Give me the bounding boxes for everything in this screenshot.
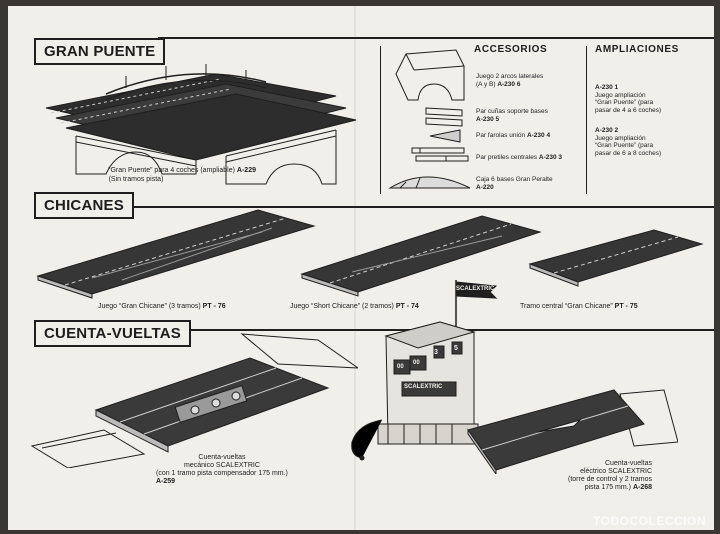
flag-logo: SCALEXTRIC	[456, 286, 495, 292]
accesorio-arcos-code: A-230 6	[497, 80, 521, 88]
accesorios-title: ACCESORIOS	[474, 44, 548, 55]
chicane-short-code: PT - 74	[395, 303, 419, 310]
chicane-central-text: Tramo central “Gran Chicane”	[520, 303, 613, 310]
ampliacion-2-line-1: Juego ampliación	[595, 134, 646, 142]
accesorio-pretiles: Par pretiles centrales A-230 3	[476, 154, 562, 162]
section-title-chicanes: CHICANES	[34, 192, 134, 219]
section-rule-chicanes	[128, 206, 714, 208]
accesorio-bases-code: A-220	[476, 183, 494, 191]
accesorio-bases: Caja 6 bases Gran Peralte A-220	[476, 176, 553, 191]
mecanico-line-2: mecánico SCALEXTRIC	[184, 462, 260, 469]
electrico-line-2: eléctrico SCALEXTRIC	[580, 468, 653, 475]
electrico-caption: Cuenta-vueltas eléctrico SCALEXTRIC (tor…	[568, 460, 652, 492]
mecanico-code: A-259	[156, 478, 176, 485]
chicane-central-code: PT - 75	[614, 303, 638, 310]
watermark: TODOCOLECCION	[593, 514, 706, 528]
tower-digit-1: 3	[434, 349, 438, 356]
accesorio-arcos-text2: (A y B)	[476, 80, 496, 88]
tower-digit-4: 00	[413, 360, 420, 366]
ampliacion-2-line-2: “Gran Puente” (para	[595, 142, 654, 149]
accesorio-farolas-code: A-230 4	[526, 132, 551, 139]
accesorio-farolas: Par farolas unión A-230 4	[476, 132, 550, 140]
accesorio-cunas-code: A-230 5	[476, 115, 500, 123]
chicanes-illustration	[36, 209, 704, 299]
ampliacion-1: A-230 1 Juego ampliación “Gran Puente” (…	[595, 84, 661, 114]
mecanico-line-1: Cuenta-vueltas	[198, 454, 246, 461]
ampliacion-2: A-230 2 Juego ampliación “Gran Puente” (…	[595, 127, 661, 157]
catalog-page: GRAN PUENTE “Gran Puente” para 4	[8, 6, 714, 530]
accesorio-arcos-text: Juego 2 arcos laterales	[476, 73, 544, 80]
gran-puente-caption-text: “Gran Puente” para 4 coches (ampliable)	[108, 167, 235, 174]
gran-puente-illustration	[45, 64, 357, 185]
tower-digit-3: 00	[397, 364, 404, 370]
accesorio-cunas: Par cuñas soporte bases A-230 5	[476, 108, 548, 123]
cuenta-vueltas-mecanico-illustration	[30, 333, 358, 468]
mecanico-line-3: (con 1 tramo pista compensador 175 mm.)	[156, 470, 288, 477]
accesorios-illustrations	[388, 49, 471, 189]
gran-puente-caption: “Gran Puente” para 4 coches (ampliable) …	[46, 167, 256, 175]
gran-puente-code: A-229	[236, 167, 256, 174]
ampliacion-2-line-3: pasar de 6 a 8 coches)	[595, 149, 662, 157]
ampliacion-1-code: A-230 1	[595, 84, 619, 91]
accesorio-pretiles-code: A-230 3	[538, 154, 562, 161]
ampliacion-1-line-3: pasar de 4 a 6 coches)	[595, 106, 662, 114]
cuenta-vueltas-electrico-illustration	[351, 280, 678, 474]
ampliacion-1-line-1: Juego ampliación	[595, 91, 646, 99]
chicane-short-caption: Juego “Short Chicane” (2 tramos) PT - 74	[290, 303, 419, 311]
tower-plate-logo: SCALEXTRIC	[404, 384, 443, 390]
electrico-line-4: pista 175 mm.)	[584, 484, 631, 491]
chicane-central-caption: Tramo central “Gran Chicane” PT - 75	[520, 303, 638, 311]
chicane-gran-code: PT - 76	[202, 303, 226, 310]
accesorio-farolas-text: Par farolas unión	[476, 132, 526, 139]
accesorio-cunas-text: Par cuñas soporte bases	[476, 108, 548, 115]
chicane-short-text: Juego “Short Chicane” (2 tramos)	[290, 303, 394, 310]
ampliaciones-title: AMPLIACIONES	[595, 44, 679, 55]
mecanico-caption: Cuenta-vueltas mecánico SCALEXTRIC (con …	[156, 454, 288, 486]
accesorio-bases-text: Caja 6 bases Gran Peralte	[476, 176, 553, 183]
ampliacion-1-line-2: “Gran Puente” (para	[595, 99, 654, 106]
accesorios-left-divider	[380, 46, 381, 194]
ampliacion-2-code: A-230 2	[595, 127, 619, 134]
electrico-code: A-268	[632, 484, 653, 491]
chicane-gran-text: Juego “Gran Chicane” (3 tramos)	[98, 303, 201, 310]
section-rule-top	[158, 37, 714, 39]
chicane-gran-caption: Juego “Gran Chicane” (3 tramos) PT - 76	[98, 303, 226, 311]
electrico-line-3: (torre de control y 2 tramos	[568, 476, 653, 483]
ampliaciones-divider	[586, 46, 587, 194]
gran-puente-caption-2: (Sin tramos pista)	[108, 176, 164, 183]
electrico-line-1: Cuenta-vueltas	[604, 460, 653, 467]
accesorio-pretiles-text: Par pretiles centrales	[476, 154, 538, 161]
section-title-cuenta-vueltas: CUENTA-VUELTAS	[34, 320, 191, 347]
section-title-gran-puente: GRAN PUENTE	[34, 38, 166, 65]
accesorio-arcos: Juego 2 arcos laterales (A y B) A-230 6	[476, 73, 543, 88]
tower-digit-2: 5	[454, 345, 458, 352]
